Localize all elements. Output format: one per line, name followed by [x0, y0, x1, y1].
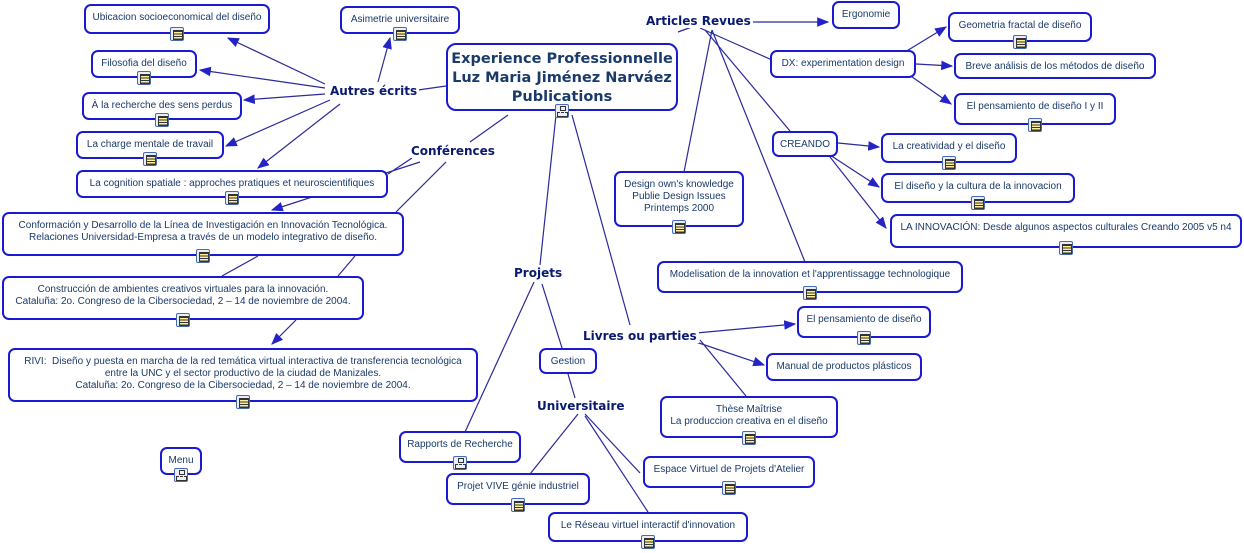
node-breve[interactable]: Breve análisis de los métodos de diseño [954, 53, 1156, 79]
map-icon[interactable] [174, 468, 188, 482]
node-text: Gestion [550, 356, 586, 367]
node-text: Projet VIVE génie industriel [457, 481, 579, 492]
node-text: La cognition spatiale : approches pratiq… [89, 178, 375, 189]
node-text: La charge mentale de travail [86, 139, 214, 150]
central-topic-text: Experience Professionnelle Luz Maria Jim… [451, 51, 673, 105]
node-text: Modelisation de la innovation et l'appre… [669, 269, 951, 280]
node-text: RIVI: Diseño y puesta en marcha de la re… [24, 356, 462, 391]
node-these[interactable]: Thèse Maîtrise La produccion creativa en… [660, 396, 838, 445]
node-cultura[interactable]: El diseño y la cultura de la innovacion [881, 173, 1075, 210]
node-manual[interactable]: Manual de productos plásticos [766, 353, 922, 381]
node-text: Geometria fractal de diseño [958, 20, 1082, 31]
node-rapports[interactable]: Rapports de Recherche [399, 431, 521, 470]
node-text: Breve análisis de los métodos de diseño [965, 61, 1145, 72]
central-topic[interactable]: Experience Professionnelle Luz Maria Jim… [446, 43, 678, 118]
map-icon[interactable] [453, 456, 467, 470]
node-modelisation[interactable]: Modelisation de la innovation et l'appre… [657, 261, 963, 300]
node-conformacion[interactable]: Conformación y Desarrollo de la Línea de… [2, 212, 404, 263]
node-pensamiento-1-2[interactable]: El pensamiento de diseño I y II [954, 93, 1116, 132]
node-espace[interactable]: Espace Virtuel de Projets d'Atelier [643, 456, 815, 495]
node-gestion[interactable]: Gestion [539, 348, 597, 374]
node-charge[interactable]: La charge mentale de travail [76, 131, 224, 166]
node-dx[interactable]: DX: experimentation design [770, 50, 916, 78]
note-icon[interactable] [942, 156, 956, 170]
node-construccion[interactable]: Construcción de ambientes creativos virt… [2, 276, 364, 327]
note-icon[interactable] [1013, 35, 1027, 49]
note-icon[interactable] [170, 27, 184, 41]
note-icon[interactable] [857, 331, 871, 345]
node-text: À la recherche des sens perdus [91, 100, 233, 111]
note-icon[interactable] [971, 196, 985, 210]
node-innovacion[interactable]: LA INNOVACIÓN: Desde algunos aspectos cu… [890, 214, 1242, 255]
map-icon[interactable] [555, 104, 569, 118]
node-text: La creatividad y el diseño [892, 141, 1006, 152]
node-text: DX: experimentation design [781, 58, 905, 69]
node-text: Manual de productos plásticos [776, 361, 912, 372]
node-design[interactable]: Design own's knowledge Publie Design Iss… [614, 171, 744, 234]
note-icon[interactable] [155, 113, 169, 127]
node-text: Thèse Maîtrise La produccion creativa en… [670, 404, 828, 427]
node-text: Asimetrie universitaire [350, 14, 450, 25]
node-ubicacion[interactable]: Ubicacion socioeconomical del diseño [84, 4, 270, 41]
note-icon[interactable] [196, 249, 210, 263]
node-text: LA INNOVACIÓN: Desde algunos aspectos cu… [900, 222, 1232, 233]
branch-articles[interactable]: Articles Revues [644, 14, 753, 28]
node-text: Ergonomie [841, 9, 891, 20]
note-icon[interactable] [176, 313, 190, 327]
node-text: Rapports de Recherche [407, 439, 513, 450]
note-icon[interactable] [143, 152, 157, 166]
node-vive[interactable]: Projet VIVE génie industriel [446, 473, 590, 512]
node-creando[interactable]: CREANDO [772, 131, 838, 157]
note-icon[interactable] [722, 481, 736, 495]
note-icon[interactable] [672, 220, 686, 234]
note-icon[interactable] [1059, 241, 1073, 255]
node-geometria[interactable]: Geometria fractal de diseño [948, 12, 1092, 49]
node-reseau[interactable]: Le Réseau virtuel interactif d'innovatio… [548, 512, 748, 549]
note-icon[interactable] [393, 27, 407, 41]
node-creatividad[interactable]: La creatividad y el diseño [881, 133, 1017, 170]
node-filosofia[interactable]: Filosofia del diseño [91, 50, 197, 85]
note-icon[interactable] [742, 431, 756, 445]
branch-projets[interactable]: Projets [512, 266, 565, 280]
node-text: Ubicacion socioeconomical del diseño [92, 12, 262, 23]
node-recherche[interactable]: À la recherche des sens perdus [82, 92, 242, 127]
note-icon[interactable] [641, 535, 655, 549]
note-icon[interactable] [1028, 118, 1042, 132]
node-text: El diseño y la cultura de la innovacion [894, 181, 1062, 192]
branch-universitaire[interactable]: Universitaire [535, 399, 627, 413]
note-icon[interactable] [511, 498, 525, 512]
node-text: El pensamiento de diseño [806, 314, 922, 325]
node-ergonomie[interactable]: Ergonomie [832, 1, 900, 29]
node-text: Construcción de ambientes creativos virt… [15, 284, 351, 307]
node-asimetrie[interactable]: Asimetrie universitaire [340, 6, 460, 41]
node-text: Conformación y Desarrollo de la Línea de… [18, 220, 388, 243]
note-icon[interactable] [236, 395, 250, 409]
node-text: CREANDO [779, 139, 830, 150]
node-rivi[interactable]: RIVI: Diseño y puesta en marcha de la re… [8, 348, 478, 409]
node-cognition[interactable]: La cognition spatiale : approches pratiq… [76, 170, 388, 205]
node-text: Design own's knowledge Publie Design Iss… [624, 179, 734, 214]
note-icon[interactable] [803, 286, 817, 300]
node-text: Le Réseau virtuel interactif d'innovatio… [560, 520, 736, 531]
branch-conferences[interactable]: Conférences [409, 144, 497, 158]
node-text: Menu [168, 455, 194, 466]
node-pensamiento[interactable]: El pensamiento de diseño [797, 306, 931, 345]
branch-livres[interactable]: Livres ou parties [581, 329, 699, 343]
node-text: Espace Virtuel de Projets d'Atelier [653, 464, 805, 475]
note-icon[interactable] [137, 71, 151, 85]
node-text: Filosofia del diseño [101, 58, 187, 69]
branch-autres[interactable]: Autres écrits [328, 84, 420, 98]
node-menu[interactable]: Menu [160, 447, 202, 482]
note-icon[interactable] [225, 191, 239, 205]
node-text: El pensamiento de diseño I y II [966, 101, 1104, 112]
